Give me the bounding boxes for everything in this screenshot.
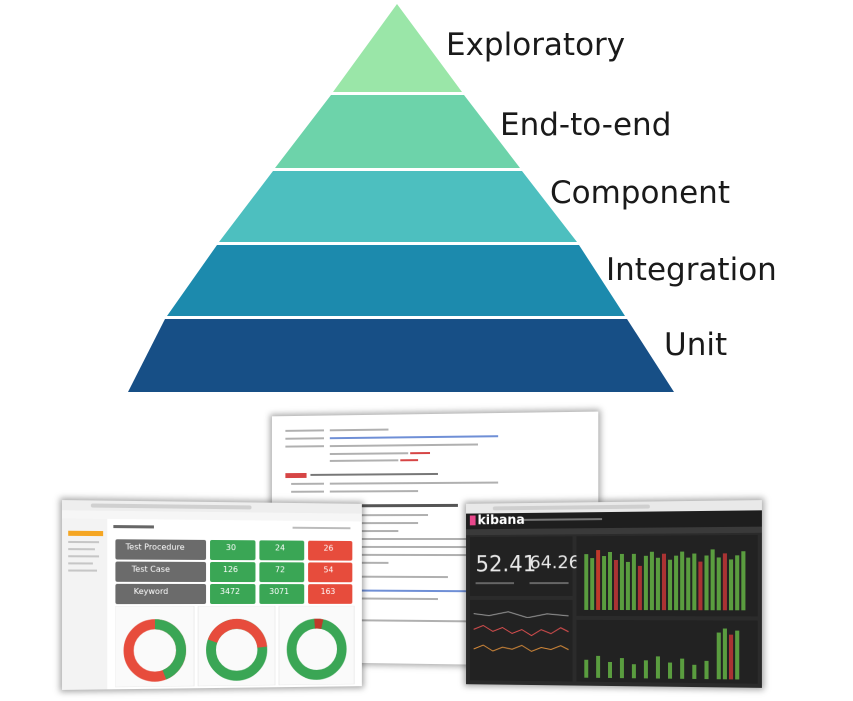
row-label-text: Keyword (133, 586, 169, 597)
donut-charts (115, 606, 357, 688)
tile-value: 163 (320, 587, 336, 596)
line-chart-panel (470, 600, 573, 682)
tier-unit (128, 319, 674, 392)
kibana-dashboard-screenshot: kibana 52.41 64.264 (466, 500, 762, 688)
bar-chart-panel-top (584, 549, 746, 611)
tile-value: 54 (323, 565, 334, 575)
tile-value: 24 (275, 543, 285, 553)
tier-integration (167, 245, 625, 316)
test-pyramid (128, 4, 674, 392)
tier-label-unit: Unit (664, 327, 728, 363)
tile-value: 126 (222, 565, 239, 575)
bar-chart-panel-bottom (584, 628, 740, 680)
tier-label-component: Component (550, 175, 730, 211)
tile-value: 3071 (269, 587, 290, 596)
tier-label-end-to-end: End-to-end (500, 107, 672, 143)
row-label-text: Test Case (131, 564, 170, 574)
tile-value: 26 (323, 543, 334, 553)
tier-component (219, 171, 577, 242)
tile-value: 3472 (219, 587, 241, 596)
tile-value: 30 (225, 543, 236, 553)
row-label-text: Test Procedure (125, 542, 185, 552)
dashboard-screenshot: Test Procedure 30 24 26 Test Case 126 72… (61, 500, 362, 690)
metric-value-1: 52.41 (475, 552, 537, 578)
tier-end-to-end (275, 95, 520, 168)
tier-label-integration: Integration (606, 252, 777, 288)
tier-label-exploratory: Exploratory (446, 27, 626, 63)
tile-value: 72 (275, 565, 285, 575)
kibana-logo: kibana (477, 512, 525, 529)
tier-exploratory (333, 4, 462, 92)
